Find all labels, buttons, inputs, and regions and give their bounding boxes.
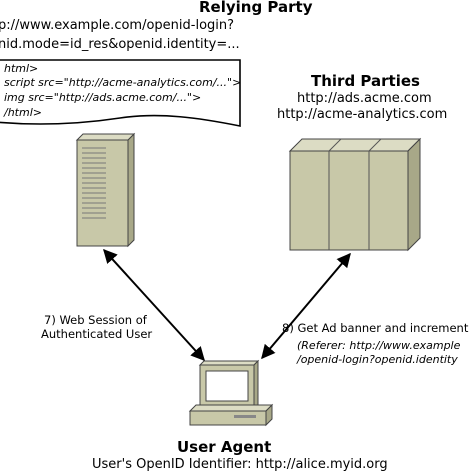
session-arrow: [103, 248, 205, 362]
desktop-computer-icon: [188, 359, 274, 427]
html-line-open: html>: [4, 62, 39, 75]
ad-referer-line2: /openid-login?openid.identity: [297, 353, 458, 366]
ad-label-line1: 8) Get Ad banner and increment: [282, 321, 469, 335]
third-party-ads-url: http://ads.acme.com: [297, 91, 432, 106]
html-document-shape: [0, 59, 241, 127]
html-line-img: img src="http://ads.acme.com/...">: [4, 91, 202, 104]
relying-party-url: p://www.example.com/openid-login?: [0, 18, 235, 33]
relying-party-title: Relying Party: [199, 0, 313, 16]
server-tower-icon: [75, 132, 136, 248]
relying-party-params: nid.mode=id_res&openid.identity=...: [0, 37, 240, 52]
ad-referer-line1: (Referer: http://www.example: [297, 339, 461, 352]
html-line-close: /html>: [4, 106, 42, 119]
session-label-line1: 7) Web Session of: [44, 313, 147, 327]
session-label-line2: Authenticated User: [41, 327, 153, 341]
third-party-servers-icon: [288, 137, 422, 252]
third-parties-title: Third Parties: [311, 72, 420, 90]
user-agent-identifier: User's OpenID Identifier: http://alice.m…: [92, 457, 388, 472]
ad-request-arrow: [261, 252, 351, 360]
user-agent-title: User Agent: [177, 438, 272, 456]
third-party-analytics-url: http://acme-analytics.com: [277, 107, 448, 122]
html-line-script: script src="http://acme-analytics.com/..…: [4, 76, 242, 89]
